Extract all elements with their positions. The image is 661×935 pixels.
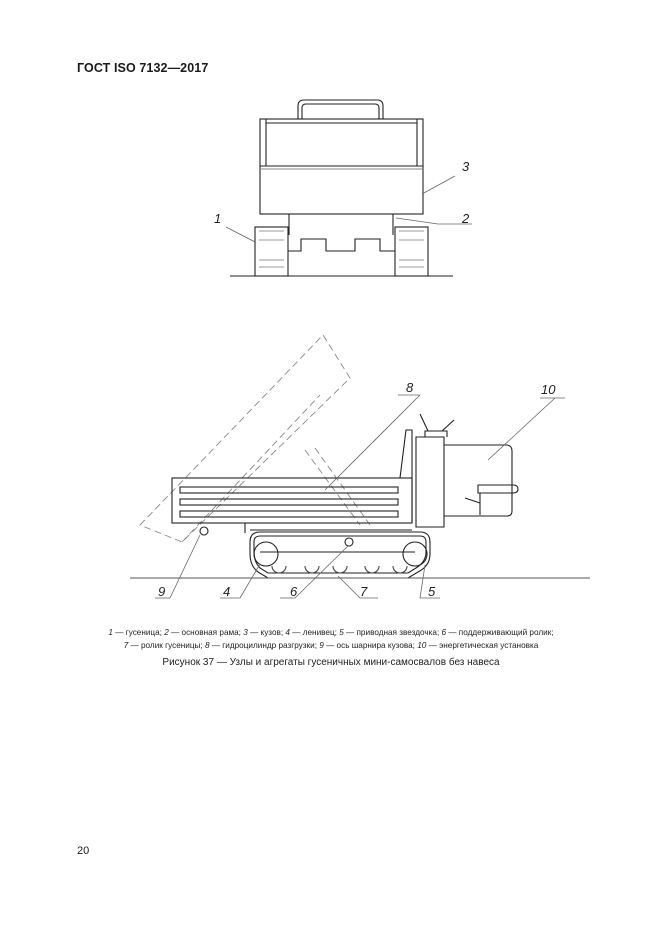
callout-8: 8 xyxy=(406,380,414,395)
legend-item: 10 — энергетическая установка xyxy=(417,641,539,650)
callout-6: 6 xyxy=(290,584,298,599)
callout-1: 1 xyxy=(214,211,221,226)
figure-caption: Рисунок 37 — Узлы и агрегаты гусеничных … xyxy=(162,657,500,668)
legend-item: 2 — основная рама; xyxy=(164,628,244,637)
legend-item: 1 — гусеница; xyxy=(108,628,165,637)
callout-3: 3 xyxy=(462,159,470,174)
callout-5: 5 xyxy=(428,584,436,599)
page-number: 20 xyxy=(77,845,90,857)
legend-item: 7 — ролик гусеницы; xyxy=(123,641,205,650)
callout-4: 4 xyxy=(223,584,230,599)
side-view-diagram: 8 10 9 4 6 7 5 xyxy=(130,334,590,599)
front-view-diagram: 1 2 3 xyxy=(214,99,472,277)
legend-item: 6 — поддерживающий ролик; xyxy=(441,628,554,637)
callout-2: 2 xyxy=(461,211,470,226)
document-header: ГОСТ ISO 7132—2017 xyxy=(77,61,209,75)
callout-10: 10 xyxy=(541,382,556,397)
legend-item: 9 — ось шарнира кузова; xyxy=(319,641,418,650)
legend-item: 8 — гидроцилиндр разгрузки; xyxy=(204,641,320,650)
legend-item: 5 — приводная звездочка; xyxy=(339,628,442,637)
callout-7: 7 xyxy=(360,584,368,599)
legend-item: 4 — ленивец; xyxy=(285,628,340,637)
callout-9: 9 xyxy=(158,584,165,599)
legend-item: 3 — кузов; xyxy=(243,628,286,637)
figure-legend: 1 — гусеница; 2 — основная рама; 3 — куз… xyxy=(70,626,592,652)
